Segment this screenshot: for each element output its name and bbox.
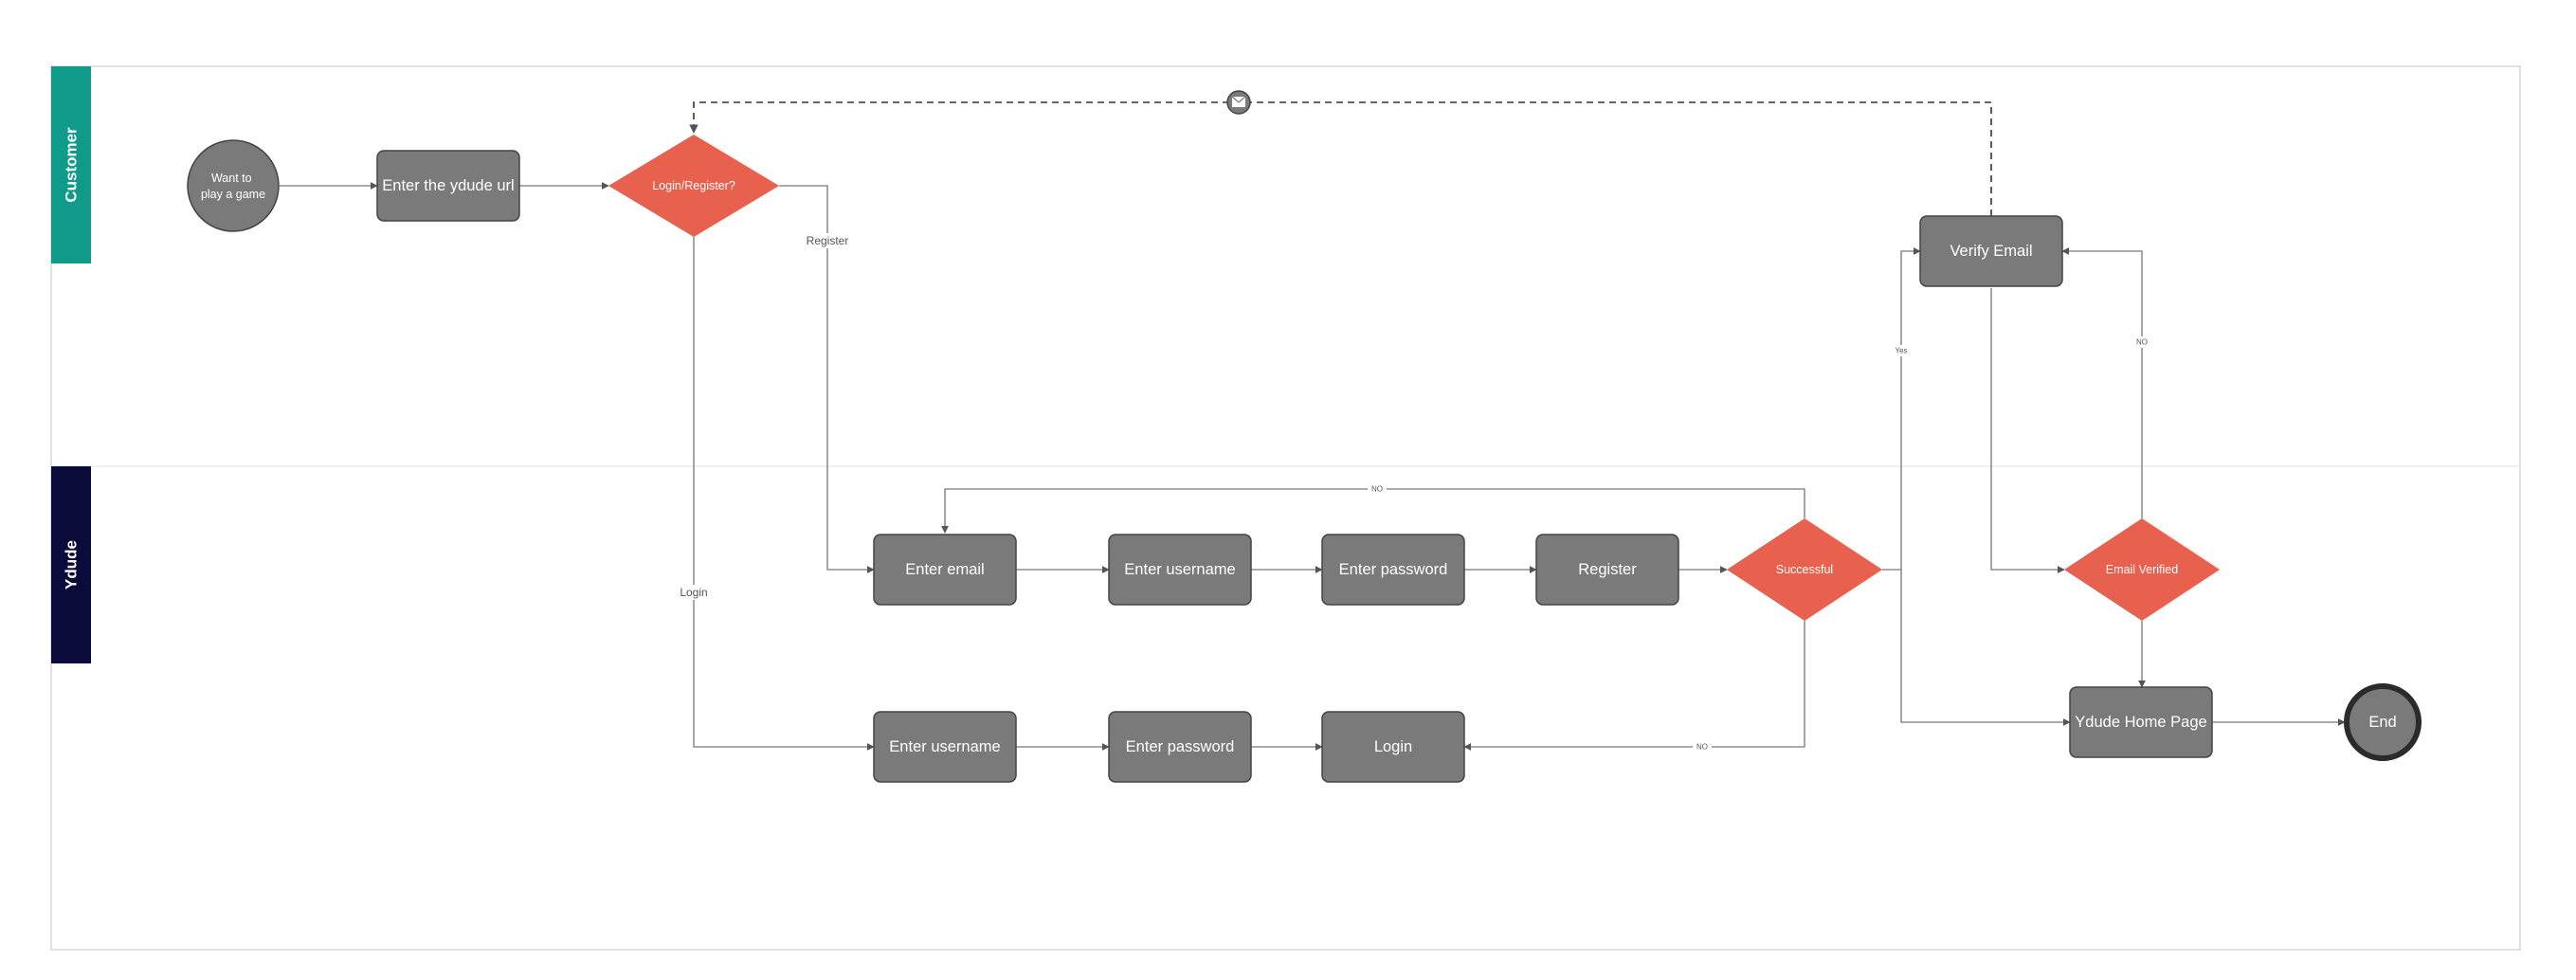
edge-successful-to-home: [1900, 570, 2071, 726]
process-verify-email[interactable]: Verify Email: [1919, 215, 2063, 287]
decision-label: Email Verified: [2106, 563, 2178, 576]
process-label: Verify Email: [1950, 243, 2032, 260]
edge-label-no-email: NO: [2136, 338, 2148, 347]
decision-label: Login/Register?: [652, 179, 735, 192]
start-event-node[interactable]: Want to play a game: [187, 139, 280, 232]
edge-label-no-login: NO: [1696, 743, 1708, 752]
decision-label: Successful: [1776, 563, 1833, 576]
process-enter-username-register[interactable]: Enter username: [1108, 534, 1252, 606]
process-enter-username-login[interactable]: Enter username: [873, 711, 1017, 783]
process-enter-password-register[interactable]: Enter password: [1321, 534, 1465, 606]
process-register[interactable]: Register: [1535, 534, 1679, 606]
process-enter-url[interactable]: Enter the ydude url: [376, 150, 520, 222]
process-label: Enter username: [1124, 561, 1235, 578]
edge-verify-to-email-verified: [1990, 288, 2065, 573]
edge-successful-no-to-login: [1463, 621, 1805, 751]
process-enter-email[interactable]: Enter email: [873, 534, 1017, 606]
process-enter-password-login[interactable]: Enter password: [1108, 711, 1252, 783]
message-icon[interactable]: [1226, 90, 1251, 115]
lane-header-customer[interactable]: Customer: [51, 66, 91, 263]
lane-label-customer: Customer: [63, 127, 81, 203]
process-label: Enter password: [1339, 561, 1448, 578]
end-event-label: End: [2368, 714, 2396, 731]
edge-register-branch: [779, 185, 875, 573]
edge-successful-yes-to-verify: [1882, 247, 1921, 571]
lane-label-ydude: Ydude: [63, 540, 81, 590]
start-event-label: Want to play a game: [201, 172, 265, 201]
lane-header-ydude[interactable]: Ydude: [51, 466, 91, 663]
process-label: Register: [1578, 561, 1637, 578]
edge-login-branch: [693, 237, 875, 751]
edge-email-verified-no: [2061, 247, 2143, 518]
process-home-page[interactable]: Ydude Home Page: [2069, 686, 2213, 758]
process-label: Enter email: [905, 561, 984, 578]
edge-label-register: Register: [807, 234, 849, 247]
end-event-node[interactable]: End: [2344, 683, 2422, 761]
process-login[interactable]: Login: [1321, 711, 1465, 783]
edge-dashed-message-flow: [689, 101, 1992, 216]
edge-label-no-retry: NO: [1371, 485, 1383, 494]
process-label: Enter the ydude url: [382, 177, 514, 194]
decision-login-register[interactable]: Login/Register?: [608, 135, 779, 237]
process-label: Ydude Home Page: [2075, 714, 2206, 731]
process-label: Enter username: [889, 738, 1000, 755]
edge-label-yes: Yes: [1895, 347, 1907, 355]
decision-email-verified[interactable]: Email Verified: [2064, 518, 2220, 621]
decision-successful[interactable]: Successful: [1727, 518, 1882, 621]
process-label: Login: [1374, 738, 1412, 755]
process-label: Enter password: [1126, 738, 1235, 755]
edge-label-login: Login: [680, 586, 707, 599]
